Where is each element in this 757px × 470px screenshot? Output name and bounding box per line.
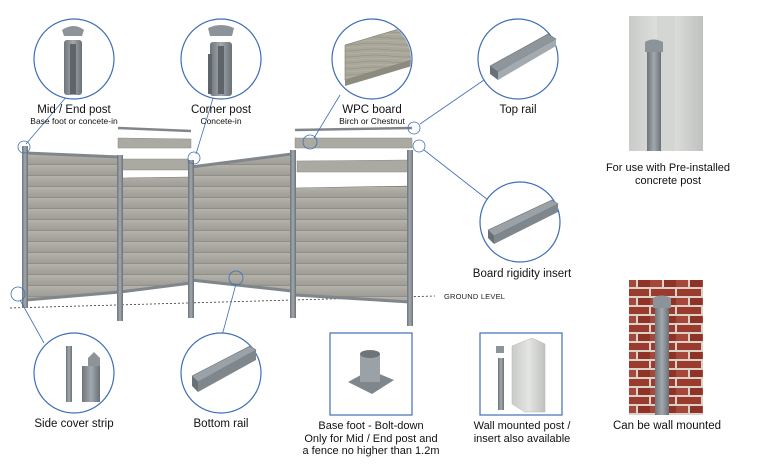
label-wall-mounted-title: Can be wall mounted <box>612 420 722 432</box>
floating-board-4 <box>296 159 411 173</box>
label-wall-post-line2: insert also available <box>473 432 571 445</box>
floating-board-3 <box>294 137 413 149</box>
detail-board-rigidity <box>479 181 561 263</box>
fence-panel-right <box>294 185 411 303</box>
floating-board-2 <box>121 158 189 171</box>
label-base-foot: Base foot - Bolt-down Only for Mid / End… <box>296 420 446 458</box>
detail-wall-post <box>479 332 563 416</box>
label-board-rigidity: Board rigidity insert <box>462 268 582 281</box>
label-board-rigidity-title: Board rigidity insert <box>472 268 572 280</box>
label-wall-post: Wall mounted post / insert also availabl… <box>466 420 578 445</box>
fence-panel-corner <box>190 153 293 292</box>
label-wpc-board: WPC board Birch or Chestnut <box>322 104 422 127</box>
label-ground-level: GROUND LEVEL <box>444 292 506 301</box>
label-wpc-board-sub: Birch or Chestnut <box>339 116 405 127</box>
label-mid-end-post-title: Mid / End post <box>37 104 111 116</box>
label-mid-end-post: Mid / End post Base foot or concete-in <box>18 104 130 127</box>
post-left <box>22 146 28 308</box>
post-corner <box>188 160 194 318</box>
photo-concrete-post <box>629 16 703 151</box>
detail-base-foot <box>329 332 413 416</box>
label-concrete-post: For use with Pre-installed concrete post <box>600 162 736 187</box>
label-concrete-post-line2: concrete post <box>634 174 702 187</box>
label-wpc-board-title: WPC board <box>342 104 402 116</box>
post-right <box>407 150 413 326</box>
label-side-cover-title: Side cover strip <box>34 418 114 430</box>
label-wall-post-line1: Wall mounted post / <box>473 420 571 432</box>
label-corner-post-sub: Concete-in <box>200 116 242 127</box>
label-top-rail-title: Top rail <box>499 104 537 116</box>
floating-board-1 <box>117 137 192 149</box>
detail-top-rail <box>477 18 559 100</box>
detail-bottom-rail <box>180 332 262 414</box>
detail-mid-end-post <box>33 18 115 100</box>
detail-corner-post <box>180 18 262 100</box>
floating-top-rail-right <box>294 126 413 132</box>
label-corner-post: Corner post Concete-in <box>176 104 266 127</box>
label-concrete-post-line1: For use with Pre-installed <box>605 162 731 174</box>
post-mid-1 <box>117 155 123 321</box>
label-mid-end-post-sub: Base foot or concete-in <box>30 116 118 127</box>
label-base-foot-line3: a fence no higher than 1.2m <box>302 445 440 458</box>
label-base-foot-line2: Only for Mid / End post and <box>304 432 438 445</box>
callout-lines <box>10 79 489 344</box>
photo-brick-wall <box>629 280 703 415</box>
fence-assembly <box>9 126 436 326</box>
label-side-cover: Side cover strip <box>20 418 128 431</box>
label-base-foot-line1: Base foot - Bolt-down <box>318 420 424 432</box>
fence-panel-left <box>25 152 121 301</box>
label-bottom-rail: Bottom rail <box>176 418 266 431</box>
label-top-rail: Top rail <box>478 104 558 117</box>
detail-side-cover <box>33 332 115 414</box>
detail-wpc-board <box>331 18 413 100</box>
ground-level-line <box>9 295 436 309</box>
label-wall-mounted: Can be wall mounted <box>604 420 730 433</box>
post-mid-2 <box>290 150 296 318</box>
label-corner-post-title: Corner post <box>190 104 252 116</box>
label-bottom-rail-title: Bottom rail <box>193 418 249 430</box>
fence-panel-middle <box>119 176 192 293</box>
floating-top-rail <box>117 126 192 133</box>
